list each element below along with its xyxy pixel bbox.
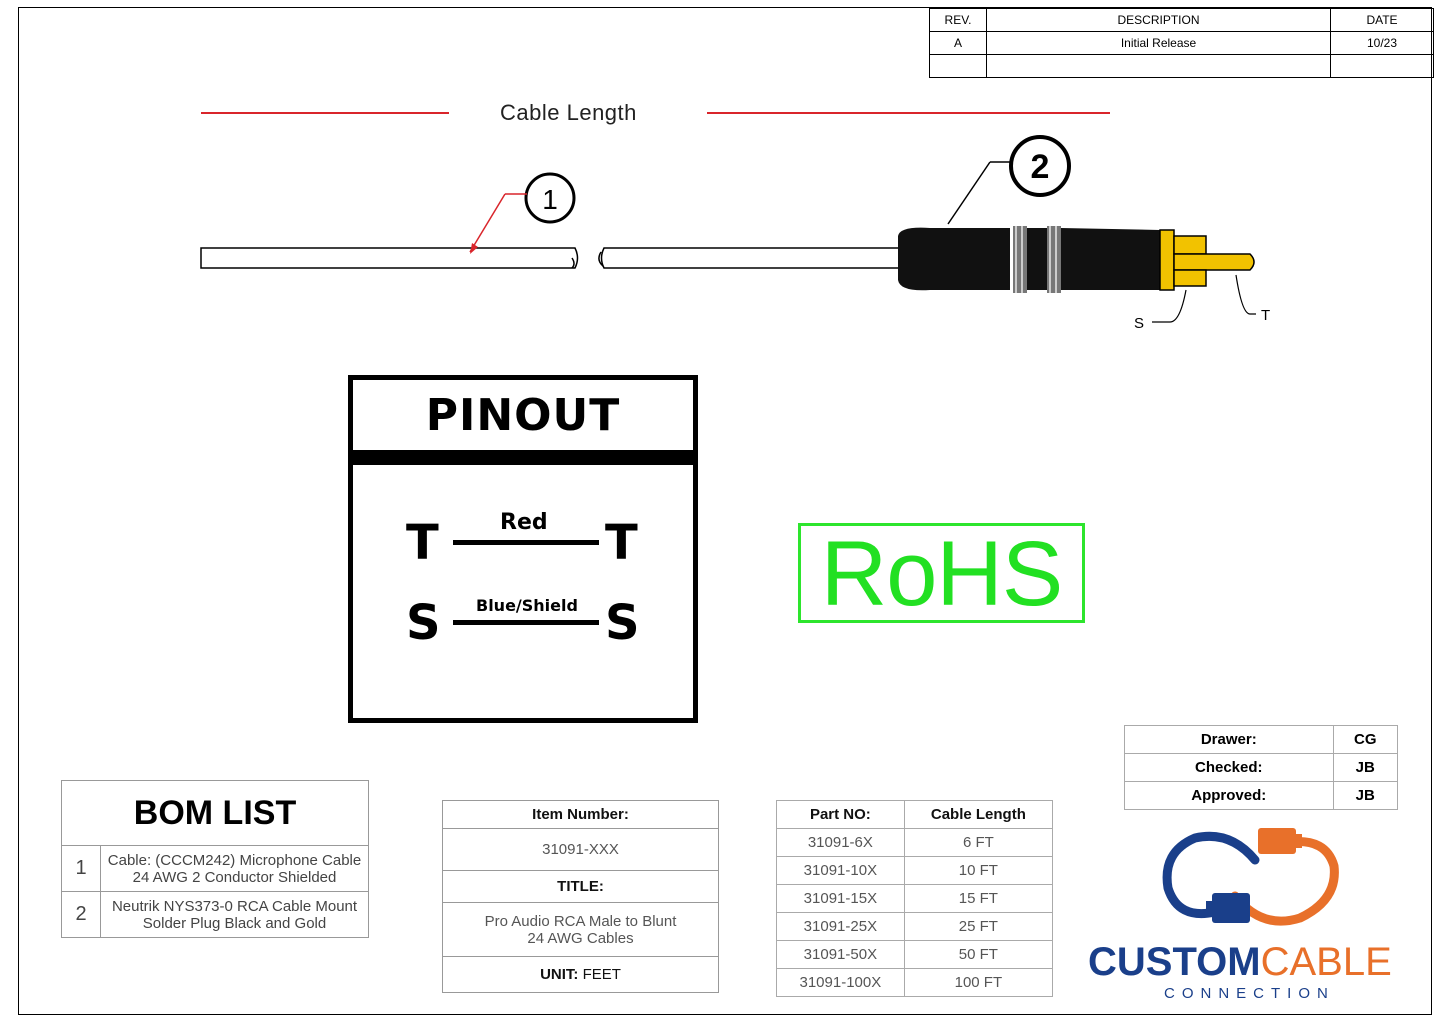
part-no-cell: 31091-50X: [776, 940, 905, 969]
cable-length-header: Cable Length: [903, 800, 1054, 829]
bom-item-line: Neutrik NYS373-0 RCA Cable Mount: [111, 897, 358, 915]
cable-length-label: Cable Length: [500, 100, 637, 125]
date-cell: [1330, 54, 1434, 78]
cable-segment: [200, 247, 579, 269]
pin-right-sleeve: S: [605, 595, 640, 651]
unit-cell: UNIT: FEET: [442, 956, 719, 993]
pin-left-sleeve: S: [406, 595, 441, 651]
logo-subtitle: CONNECTION: [1164, 985, 1335, 1002]
part-no-cell: 31091-100X: [776, 968, 905, 997]
pin-left-tip: T: [406, 515, 439, 571]
title-label: TITLE:: [442, 870, 719, 903]
bom-item-number: 1: [61, 845, 101, 892]
callout-2-label: 2: [1031, 148, 1050, 186]
logo-mark-icon: [1162, 828, 1339, 926]
item-number-value: 31091-XXX: [442, 828, 719, 871]
wire-color-red: Red: [500, 510, 548, 535]
callout-1-label: 1: [542, 184, 558, 215]
title-line: 24 AWG Cables: [527, 929, 634, 947]
unit-value: FEET: [582, 966, 621, 983]
unit-label: UNIT:: [540, 966, 579, 983]
length-cell: 25 FT: [903, 912, 1054, 941]
approval-role: Approved:: [1124, 781, 1334, 810]
description-header: DESCRIPTION: [986, 8, 1331, 32]
tip-label: T: [1261, 307, 1270, 324]
title-line: Pro Audio RCA Male to Blunt: [484, 912, 677, 930]
part-no-cell: 31091-6X: [776, 828, 905, 857]
length-cell: 100 FT: [903, 968, 1054, 997]
bom-table: BOM LIST 1 Cable: (CCCM242) Microphone C…: [61, 780, 369, 938]
approvals-table: Drawer:CG Checked:JB Approved:JB: [1124, 725, 1399, 810]
approval-initials: CG: [1332, 725, 1399, 754]
approval-initials: JB: [1332, 781, 1399, 810]
length-cell: 15 FT: [903, 884, 1054, 913]
rev-cell: [929, 54, 987, 78]
drawing-frame: [18, 7, 1432, 1015]
cable-segment: [600, 247, 901, 269]
bom-item-line: Solder Plug Black and Gold: [142, 914, 327, 932]
logo-wordmark: CUSTOMCABLE: [1088, 940, 1392, 985]
bom-item-line: Cable: (CCCM242) Microphone Cable: [107, 851, 362, 869]
logo-word-custom: CUSTOM: [1088, 940, 1261, 984]
length-cell: 10 FT: [903, 856, 1054, 885]
part-no-cell: 31091-15X: [776, 884, 905, 913]
description-cell: [986, 54, 1331, 78]
bom-title: BOM LIST: [61, 780, 369, 846]
sleeve-wire: [453, 620, 599, 625]
logo-word-cable: CABLE: [1260, 940, 1392, 984]
length-cell: 6 FT: [903, 828, 1054, 857]
dimension-line-left: [201, 112, 449, 114]
approval-initials: JB: [1332, 753, 1399, 782]
item-number-label: Item Number:: [442, 800, 719, 829]
callout-2: 2: [947, 135, 1071, 225]
pin-right-tip: T: [605, 515, 638, 571]
pinout-box: PINOUT T Red T S Blue/Shield S: [348, 375, 698, 723]
pinout-title: PINOUT: [353, 380, 693, 465]
tip-wire: [453, 540, 599, 545]
part-no-cell: 31091-25X: [776, 912, 905, 941]
rev-header: REV.: [929, 8, 987, 32]
cable-drawing: 1 2 S T: [200, 135, 1270, 332]
approval-role: Drawer:: [1124, 725, 1334, 754]
date-header: DATE: [1330, 8, 1434, 32]
revision-table: REV. DESCRIPTION DATE A Initial Release …: [929, 8, 1434, 78]
rohs-badge: RoHS: [798, 523, 1085, 623]
item-info-table: Item Number: 31091-XXX TITLE: Pro Audio …: [442, 800, 719, 993]
sleeve-label: S: [1134, 315, 1144, 332]
date-cell: 10/23: [1330, 31, 1434, 55]
part-no-cell: 31091-10X: [776, 856, 905, 885]
callout-1: 1: [469, 172, 576, 254]
bom-item-description: Neutrik NYS373-0 RCA Cable Mount Solder …: [100, 891, 369, 938]
bom-item-number: 2: [61, 891, 101, 938]
bom-item-line: 24 AWG 2 Conductor Shielded: [132, 868, 337, 886]
bom-item-description: Cable: (CCCM242) Microphone Cable 24 AWG…: [100, 845, 369, 892]
length-cell: 50 FT: [903, 940, 1054, 969]
description-cell: Initial Release: [986, 31, 1331, 55]
wire-color-blue-shield: Blue/Shield: [476, 596, 578, 615]
rev-cell: A: [929, 31, 987, 55]
part-no-header: Part NO:: [776, 800, 905, 829]
dimension-line-right: [707, 112, 1110, 114]
approval-role: Checked:: [1124, 753, 1334, 782]
title-value: Pro Audio RCA Male to Blunt 24 AWG Cable…: [442, 902, 719, 957]
rca-plug: [898, 226, 1255, 293]
